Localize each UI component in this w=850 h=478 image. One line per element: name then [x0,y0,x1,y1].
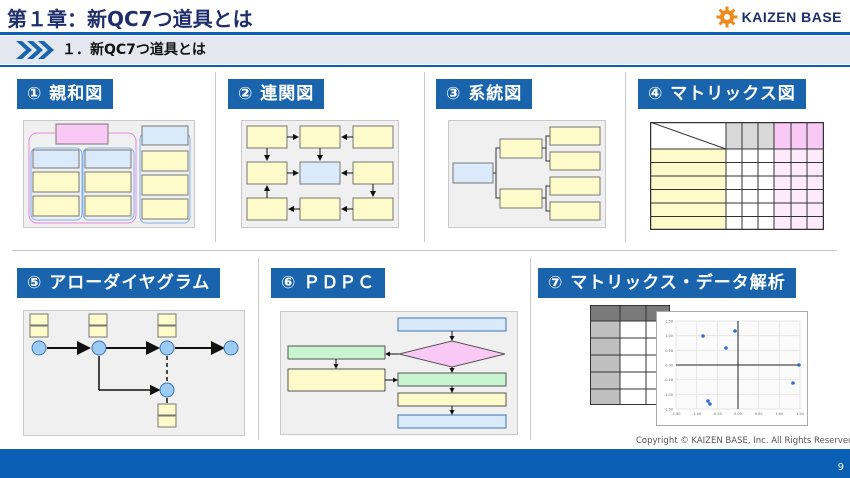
footer-bar [0,449,850,478]
y-tick-label: 1.50 [665,320,673,324]
label-pdpc: ⑥ ＰＤＰＣ [271,268,386,298]
label-matrix-diagram: ④ マトリックス図 [638,79,806,109]
page-number: 9 [837,462,844,473]
relations-diagram-illustration [241,120,399,228]
gear-icon [716,6,738,28]
y-tick-label: -0.50 [664,378,673,382]
subtitle-band [0,36,850,64]
x-tick-label: 0.50 [755,412,763,416]
logo-text: KAIZEN BASE [741,9,842,25]
y-tick-label: -1.00 [664,393,673,397]
subtitle-rule [0,65,850,67]
x-tick-label: 0.00 [734,412,742,416]
arrow-diagram-illustration [23,310,245,436]
copyright-notice: Copyright © KAIZEN BASE, Inc. All Rights… [636,436,850,446]
scatter-point [706,399,710,403]
x-tick-label: 1.50 [796,412,804,416]
y-tick-label: -1.50 [664,408,673,412]
y-tick-label: 1.00 [665,334,673,338]
affinity-diagram-illustration [23,120,195,228]
scatter-point [708,402,712,406]
header-rule [0,32,850,35]
label-relations-diagram: ② 連関図 [228,79,325,109]
scatter-point [701,334,705,338]
x-tick-label: -0.50 [713,412,722,416]
page-title: 第１章：新QC7つ道具とは [7,7,253,31]
scatter-plot-illustration: 1.50 1.00 0.50 0.00 -0.50 -1.00 -1.50 -1.50 -1.… [656,311,808,426]
label-matrix-data-analysis: ⑦ マトリックス・データ解析 [538,268,796,298]
divider [258,258,259,440]
x-tick-label: 1.00 [775,412,783,416]
scatter-point [724,346,728,350]
label-tree-diagram: ③ 系統図 [436,79,533,109]
pdpc-illustration [280,311,518,435]
x-tick-label: -1.50 [671,412,680,416]
y-tick-label: 0.50 [665,349,673,353]
label-arrow-diagram: ⑤ アローダイヤグラム [17,268,221,298]
matrix-diagram-illustration [650,122,824,230]
y-tick-label: 0.00 [665,364,673,368]
scatter-point [797,363,801,367]
x-tick-label: -1.00 [692,412,701,416]
company-logo: KAIZEN BASE [716,5,842,29]
label-affinity-diagram: ① 親和図 [17,79,114,109]
divider [12,250,837,251]
divider [215,72,216,242]
divider [424,72,425,242]
scatter-point [791,381,795,385]
tree-diagram-illustration [448,120,606,228]
triple-chevron-icon [16,41,54,59]
scatter-point [733,329,737,333]
section-subtitle: １．新QC7つ道具とは [62,42,206,58]
divider [625,72,626,242]
divider [530,258,531,440]
